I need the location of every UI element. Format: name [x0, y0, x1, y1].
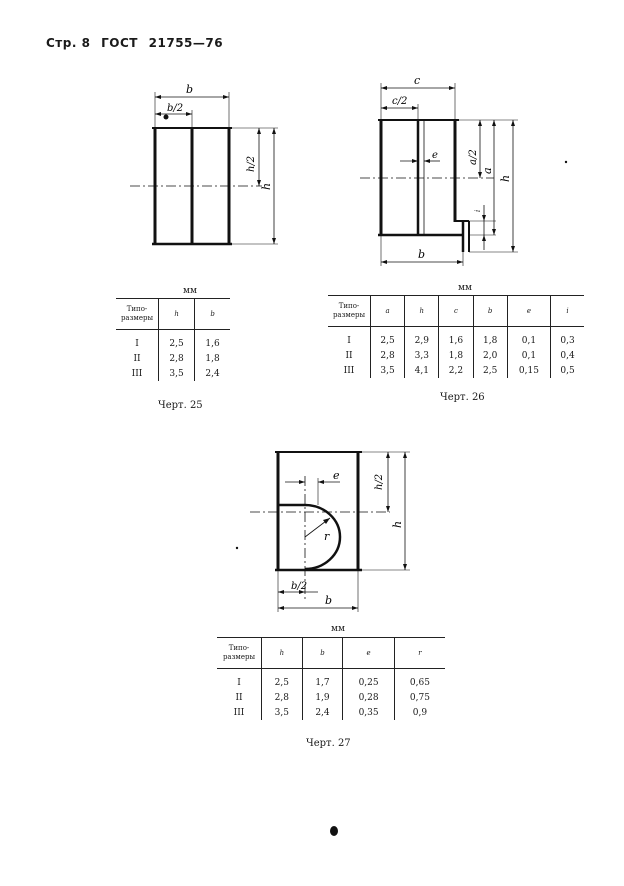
fig27-caption: Черт. 27	[306, 738, 351, 749]
fig25-label-h-half: h/2	[246, 156, 257, 172]
fig27-unit: мм	[331, 624, 346, 634]
fig25-col-type: Типо-размеры	[116, 298, 159, 330]
fig26-col-type: Типо-размеры	[328, 295, 371, 327]
fig26-label-h: h	[499, 175, 512, 182]
fig25-label-b-half: b/2	[167, 103, 183, 114]
fig26-caption: Черт. 26	[440, 392, 485, 403]
fig26-label-a: a	[481, 167, 494, 174]
fig26-label-a-half: a/2	[468, 149, 479, 165]
fig25-label-h: h	[260, 183, 273, 190]
fig25-unit: мм	[183, 286, 198, 296]
fig26-label-b: b	[418, 248, 425, 261]
standard-label: ГОСТ	[101, 36, 138, 50]
fig26-label-e: e	[432, 150, 438, 161]
page-number: Стр. 8	[46, 36, 91, 50]
fig27-label-b: b	[325, 594, 332, 607]
fig27-label-r: r	[324, 530, 330, 543]
fig27-col-type: Типо-размеры	[217, 637, 262, 669]
page-header: Стр. 8 ГОСТ 21755—76	[46, 36, 229, 50]
fig26-label-c: c	[414, 74, 420, 87]
fig26-label-i: i	[474, 210, 482, 212]
ink-spot	[330, 826, 338, 836]
fig27-label-b-half: b/2	[291, 581, 307, 592]
fig27-label-h-half: h/2	[374, 474, 385, 490]
fig26-label-c-half: c/2	[392, 96, 407, 107]
fig25-col-b: b	[194, 298, 230, 330]
fig26-unit: мм	[458, 283, 473, 293]
fig25-label-b: b	[186, 83, 193, 96]
standard-number: 21755—76	[148, 36, 224, 50]
fig25-col-h: h	[157, 298, 195, 330]
fig27-label-h: h	[391, 521, 404, 528]
fig27-label-e: e	[333, 469, 340, 482]
fig25-caption: Черт. 25	[158, 400, 203, 411]
